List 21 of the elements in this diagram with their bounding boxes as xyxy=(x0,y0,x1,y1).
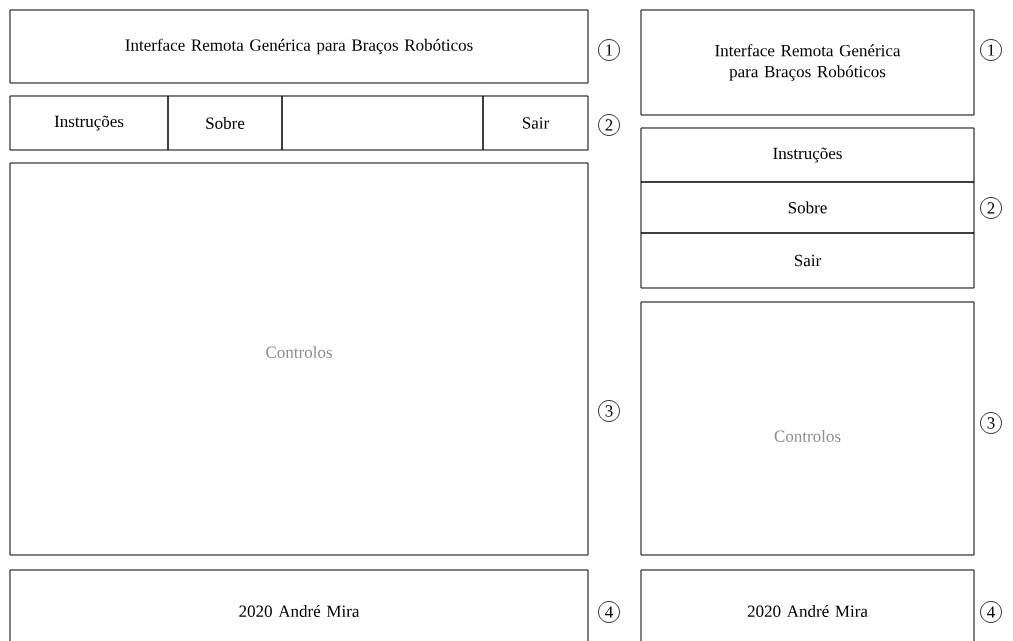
callout-number: 1 xyxy=(598,39,620,61)
callout-number: 1 xyxy=(980,39,1002,61)
title-box: Interface Remota Genérica para Braços Robóticos xyxy=(640,9,975,116)
menu-item: Instruções xyxy=(9,95,169,151)
callout-number: 2 xyxy=(980,197,1002,219)
footer-box: 2020 André Mira xyxy=(9,569,589,641)
content-panel: Controlos xyxy=(640,301,975,556)
content-panel: Controlos xyxy=(9,162,589,556)
menu-item: Sair xyxy=(482,95,589,151)
callout-number: 4 xyxy=(598,601,620,623)
title-box: Interface Remota Genérica para Braços Robóticos xyxy=(9,9,589,84)
callout-number: 3 xyxy=(980,412,1002,434)
callout-number: 3 xyxy=(598,400,620,422)
callout-number: 4 xyxy=(980,601,1002,623)
footer-box: 2020 André Mira xyxy=(640,569,975,641)
menu-item xyxy=(281,95,484,151)
menu-item: Sobre xyxy=(167,95,283,151)
callout-number: 2 xyxy=(598,114,620,136)
menu-item: Sair xyxy=(640,232,975,289)
menu-item: Sobre xyxy=(640,181,975,234)
menu-item: Instruções xyxy=(640,127,975,183)
